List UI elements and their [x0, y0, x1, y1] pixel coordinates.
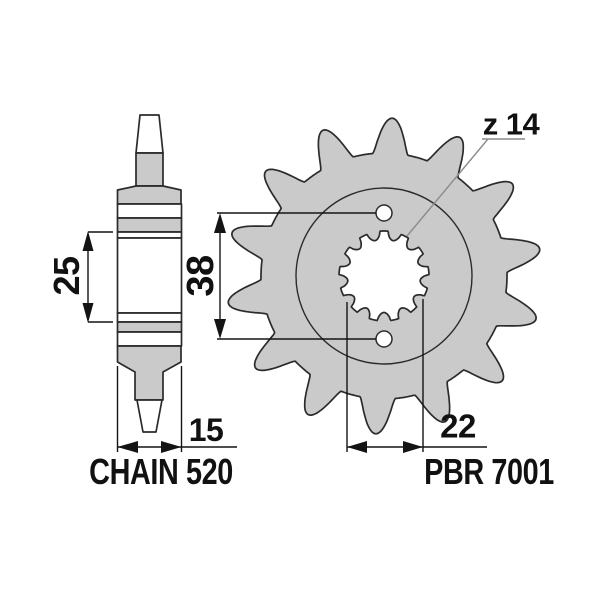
- side-hub-bottom: [116, 345, 182, 401]
- pin-hole-top: [375, 204, 393, 222]
- dim-22-arrow-left: [347, 441, 367, 453]
- pin-hole-bottom: [375, 330, 393, 348]
- side-top-shaft: [135, 152, 164, 187]
- dim-25-arrow-up: [82, 231, 94, 251]
- splined-bore: [338, 230, 430, 322]
- side-band-white-1: [116, 203, 183, 219]
- side-band-grey-1: [116, 217, 183, 233]
- side-hub-top: [116, 185, 182, 205]
- teeth-leader-diagonal: [406, 138, 489, 237]
- chain-size-label: CHAIN 520: [89, 451, 233, 492]
- dim-15-label: 15: [188, 412, 224, 448]
- dim-22-arrow-right: [403, 441, 423, 453]
- side-band-grey-2: [116, 321, 183, 333]
- side-bottom-taper: [136, 399, 163, 433]
- side-body: [116, 237, 183, 314]
- sprocket-side-view: [116, 114, 183, 433]
- dim-25-arrow-down: [82, 303, 94, 323]
- dim-38: [214, 212, 376, 340]
- dim-38-arrow-up: [214, 213, 226, 233]
- dim-22-label: 22: [440, 407, 476, 445]
- hub-circle: [295, 187, 473, 365]
- dim-25-label: 25: [46, 256, 87, 296]
- dim-15-arrow-left: [117, 441, 138, 453]
- side-band-white-2: [116, 231, 183, 239]
- dim-15: [116, 366, 237, 453]
- dim-15-arrow-right: [161, 441, 182, 453]
- dim-38-arrow-down: [214, 319, 226, 339]
- model-number-label: PBR 7001: [424, 451, 554, 492]
- sprocket-front-view: [227, 117, 541, 435]
- side-top-taper: [135, 114, 164, 154]
- side-band-white-3: [116, 312, 183, 323]
- dim-22: [346, 299, 487, 453]
- side-band-white-4: [116, 331, 183, 347]
- dim-38-label: 38: [180, 255, 222, 297]
- teeth-count-label: z 14: [482, 106, 540, 142]
- dim-25: [82, 231, 113, 323]
- teeth-count-leader: [406, 138, 525, 237]
